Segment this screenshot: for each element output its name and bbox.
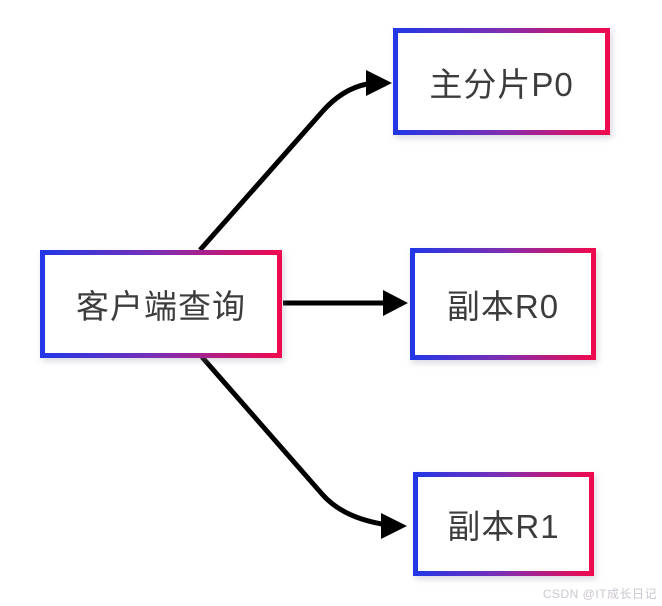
node-primary-shard-p0-label: 主分片P0 <box>429 65 574 103</box>
node-replica-r1: 副本R1 <box>413 472 594 576</box>
arrow-client-to-p0 <box>198 70 392 252</box>
node-client-query-label: 客户端查询 <box>76 288 246 325</box>
node-replica-r0-label: 副本R0 <box>446 288 560 325</box>
node-primary-shard-p0: 主分片P0 <box>393 28 610 135</box>
node-replica-r1-label: 副本R1 <box>447 508 560 545</box>
arrow-client-to-r0 <box>283 290 408 316</box>
arrow-client-to-r1 <box>200 355 407 539</box>
node-replica-r0: 副本R0 <box>410 248 596 360</box>
node-client-query: 客户端查询 <box>40 250 282 358</box>
csdn-watermark: CSDN @IT成长日记 <box>542 587 657 601</box>
